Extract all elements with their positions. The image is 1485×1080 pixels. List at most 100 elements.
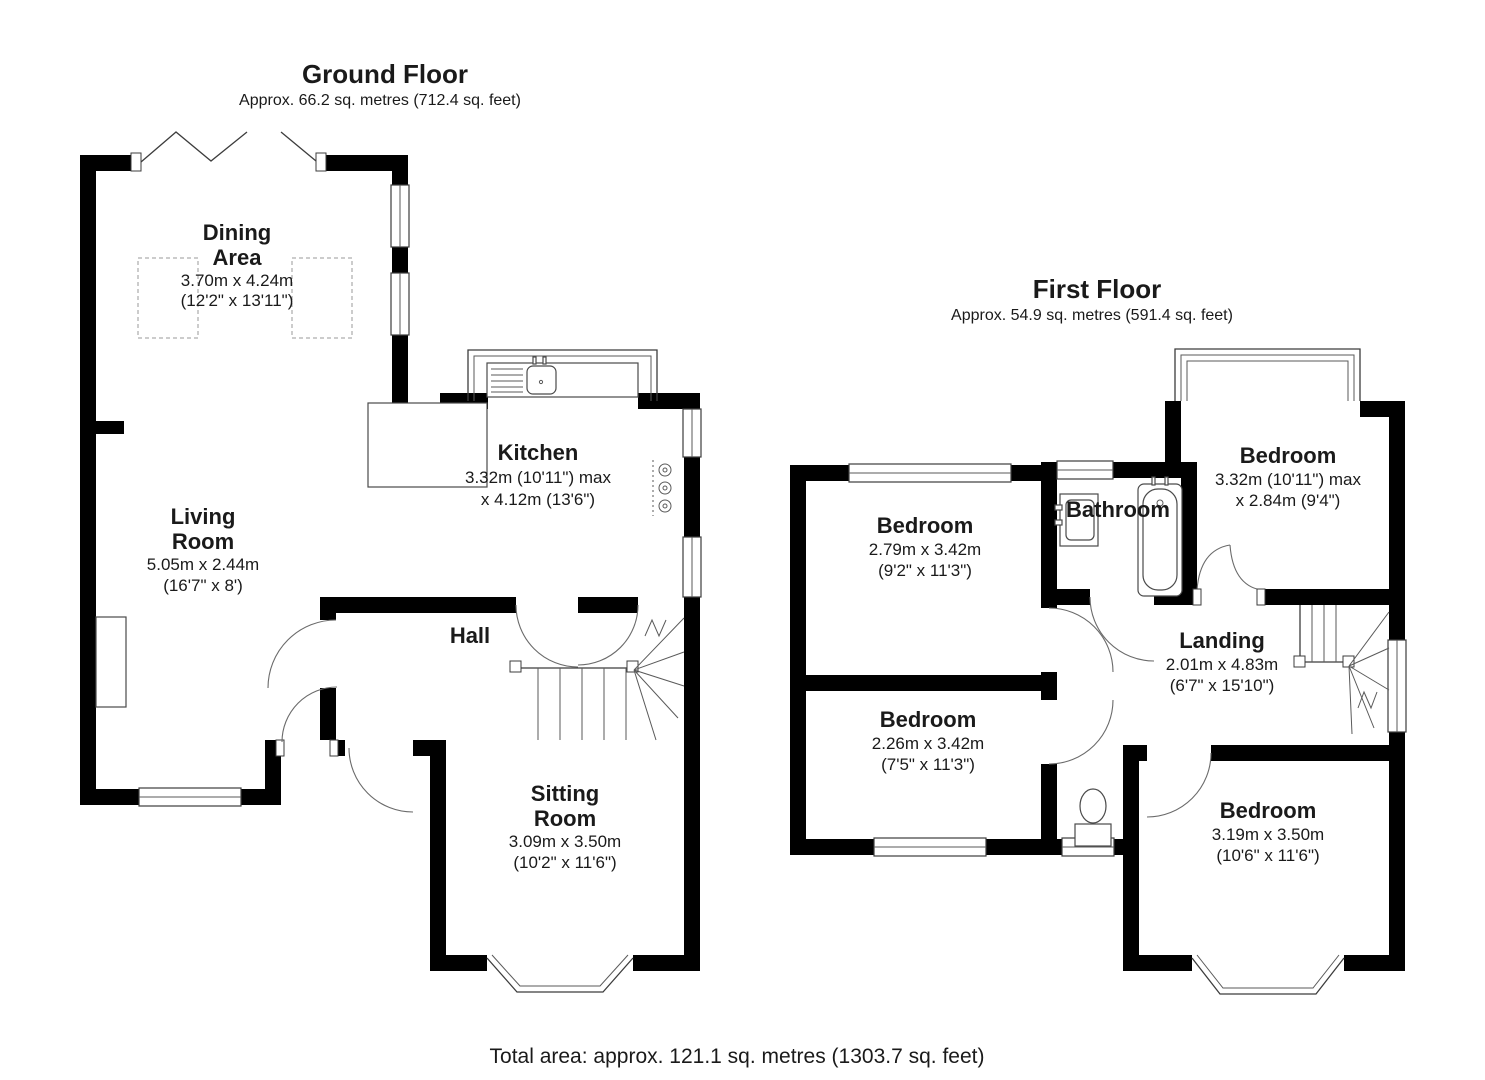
hob-ring-center [662,467,668,473]
bedroom-left-upper-dims-ft: (9'2" x 11'3") [878,561,972,580]
ground-floor-stairs [509,617,685,741]
drainer-lines [491,368,523,393]
door-arc-bathroom [1089,596,1155,662]
living-room-window [138,787,242,807]
tap [1054,519,1063,526]
sitting-label2: Room [534,806,596,831]
stair-winders [1348,611,1390,735]
bedroom-rear-dims-m: 3.19m x 3.50m [1212,825,1324,844]
dining-label: Dining [203,220,271,245]
stair-treads [537,668,627,740]
stair-treads [1311,605,1337,662]
total-area-text: Total area: approx. 121.1 sq. metres (13… [490,1045,985,1068]
bay-window-glazing-inner [1186,360,1349,401]
door-arc-bedroom-lower-left [1048,699,1114,765]
sitting-dims-m: 3.09m x 3.50m [509,832,621,851]
hob [652,460,672,516]
stair-direction-mark [1357,690,1378,710]
door-jamb [275,739,285,757]
bedroom-rear-label: Bedroom [1220,798,1317,823]
sitting-dims-ft: (10'2" x 11'6") [513,853,616,872]
first-floor-plan: First Floor Approx. 54.9 sq. metres (591… [790,274,1407,995]
ground-floor-subtitle: Approx. 66.2 sq. metres (712.4 sq. feet) [239,92,521,109]
bedroom-front-label: Bedroom [1240,443,1337,468]
bedroom-front-dims-ft: x 2.84m (9'4") [1236,491,1341,510]
kitchen-bay-window [467,349,658,401]
door-arc-living-hall [267,619,337,689]
tap [1054,504,1063,511]
kitchen-sink-unit [486,356,639,398]
bedroom-left-lower-label: Bedroom [880,707,977,732]
dashed-furniture-outline [291,257,353,339]
landing-dims-m: 2.01m x 4.83m [1166,655,1278,674]
bedroom-left-upper-dims-m: 2.79m x 3.42m [869,540,981,559]
hob-ring-center [662,485,668,491]
tap [1164,476,1169,486]
hall-label: Hall [450,623,490,648]
sink-drain [538,379,544,385]
first-floor-labels: First Floor Approx. 54.9 sq. metres (591… [869,274,1362,865]
hob-ring-center [662,503,668,509]
hob-ring [658,463,672,477]
ground-floor-title: Ground Floor [302,59,468,89]
front-bedroom-bay-window [1174,348,1361,401]
stair-direction-mark [644,618,667,638]
dining-label2: Area [213,245,263,270]
bedroom-left-upper-label: Bedroom [877,513,974,538]
bay-window-glazing [1180,354,1355,401]
landing-label: Landing [1179,628,1265,653]
bedroom-left-lower-dims-m: 2.26m x 3.42m [872,734,984,753]
living-label: Living [171,504,236,529]
kitchen-dims-m: 3.32m (10'11") max [465,468,611,487]
sitting-room-bay-window [486,954,634,993]
rear-bedroom-bay-window [1191,954,1345,995]
bay-window-outer [1174,348,1361,401]
living-dims-ft: (16'7" x 8') [163,576,243,595]
toilet [1074,788,1112,847]
door-jamb [1256,588,1266,606]
dining-windows [390,184,410,336]
bedroom-front-dims-m: 3.32m (10'11") max [1215,470,1361,489]
sitting-label: Sitting [531,781,599,806]
bathroom-label: Bathroom [1066,497,1170,522]
chimney-breast [95,616,127,708]
door-arc-front-entrance [281,686,338,743]
living-dims-m: 5.05m x 2.44m [147,555,259,574]
toilet-cistern [1074,823,1112,847]
kitchen-worktop [367,402,488,488]
bay-window-outer [486,957,634,993]
tap [532,356,537,365]
first-floor-windows [848,460,1407,857]
kitchen-windows [682,408,702,598]
first-floor-stairs [1293,605,1390,735]
bathtub-inner [1142,488,1178,591]
door-arc-kitchen [515,604,579,668]
ground-floor-labels: Ground Floor Approx. 66.2 sq. metres (71… [147,59,621,872]
bathroom-fixtures [1054,476,1183,597]
dining-dims-m: 3.70m x 4.24m [181,271,293,290]
bay-window-outer [467,349,658,401]
living-label2: Room [172,529,234,554]
bedroom-left-lower-dims-ft: (7'5" x 11'3") [881,755,975,774]
dining-dims-ft: (12'2" x 13'11") [181,291,294,310]
door-arc-bedroom-rear [1146,752,1212,818]
tap [542,356,547,365]
door-arc-sitting-room [348,747,414,813]
first-floor-subtitle: Approx. 54.9 sq. metres (591.4 sq. feet) [951,307,1233,324]
door-jamb [315,152,327,172]
newel-post [1293,655,1306,668]
kitchen-dims-ft: x 4.12m (13'6") [481,490,595,509]
door-arc-bedroom-upper-left [1048,607,1114,673]
first-floor-doors [1048,544,1266,818]
bath-drain [1156,499,1164,507]
stair-winders [633,617,685,741]
bay-window-outer [1191,957,1345,995]
door-jamb [1192,588,1202,606]
bifold-leaf [280,131,317,162]
bifold-door-bedroom-front [1196,544,1262,591]
ground-floor-plan: Ground Floor Approx. 66.2 sq. metres (71… [80,59,702,993]
hob-ring [658,481,672,495]
bay-window-glazing [1196,954,1340,989]
